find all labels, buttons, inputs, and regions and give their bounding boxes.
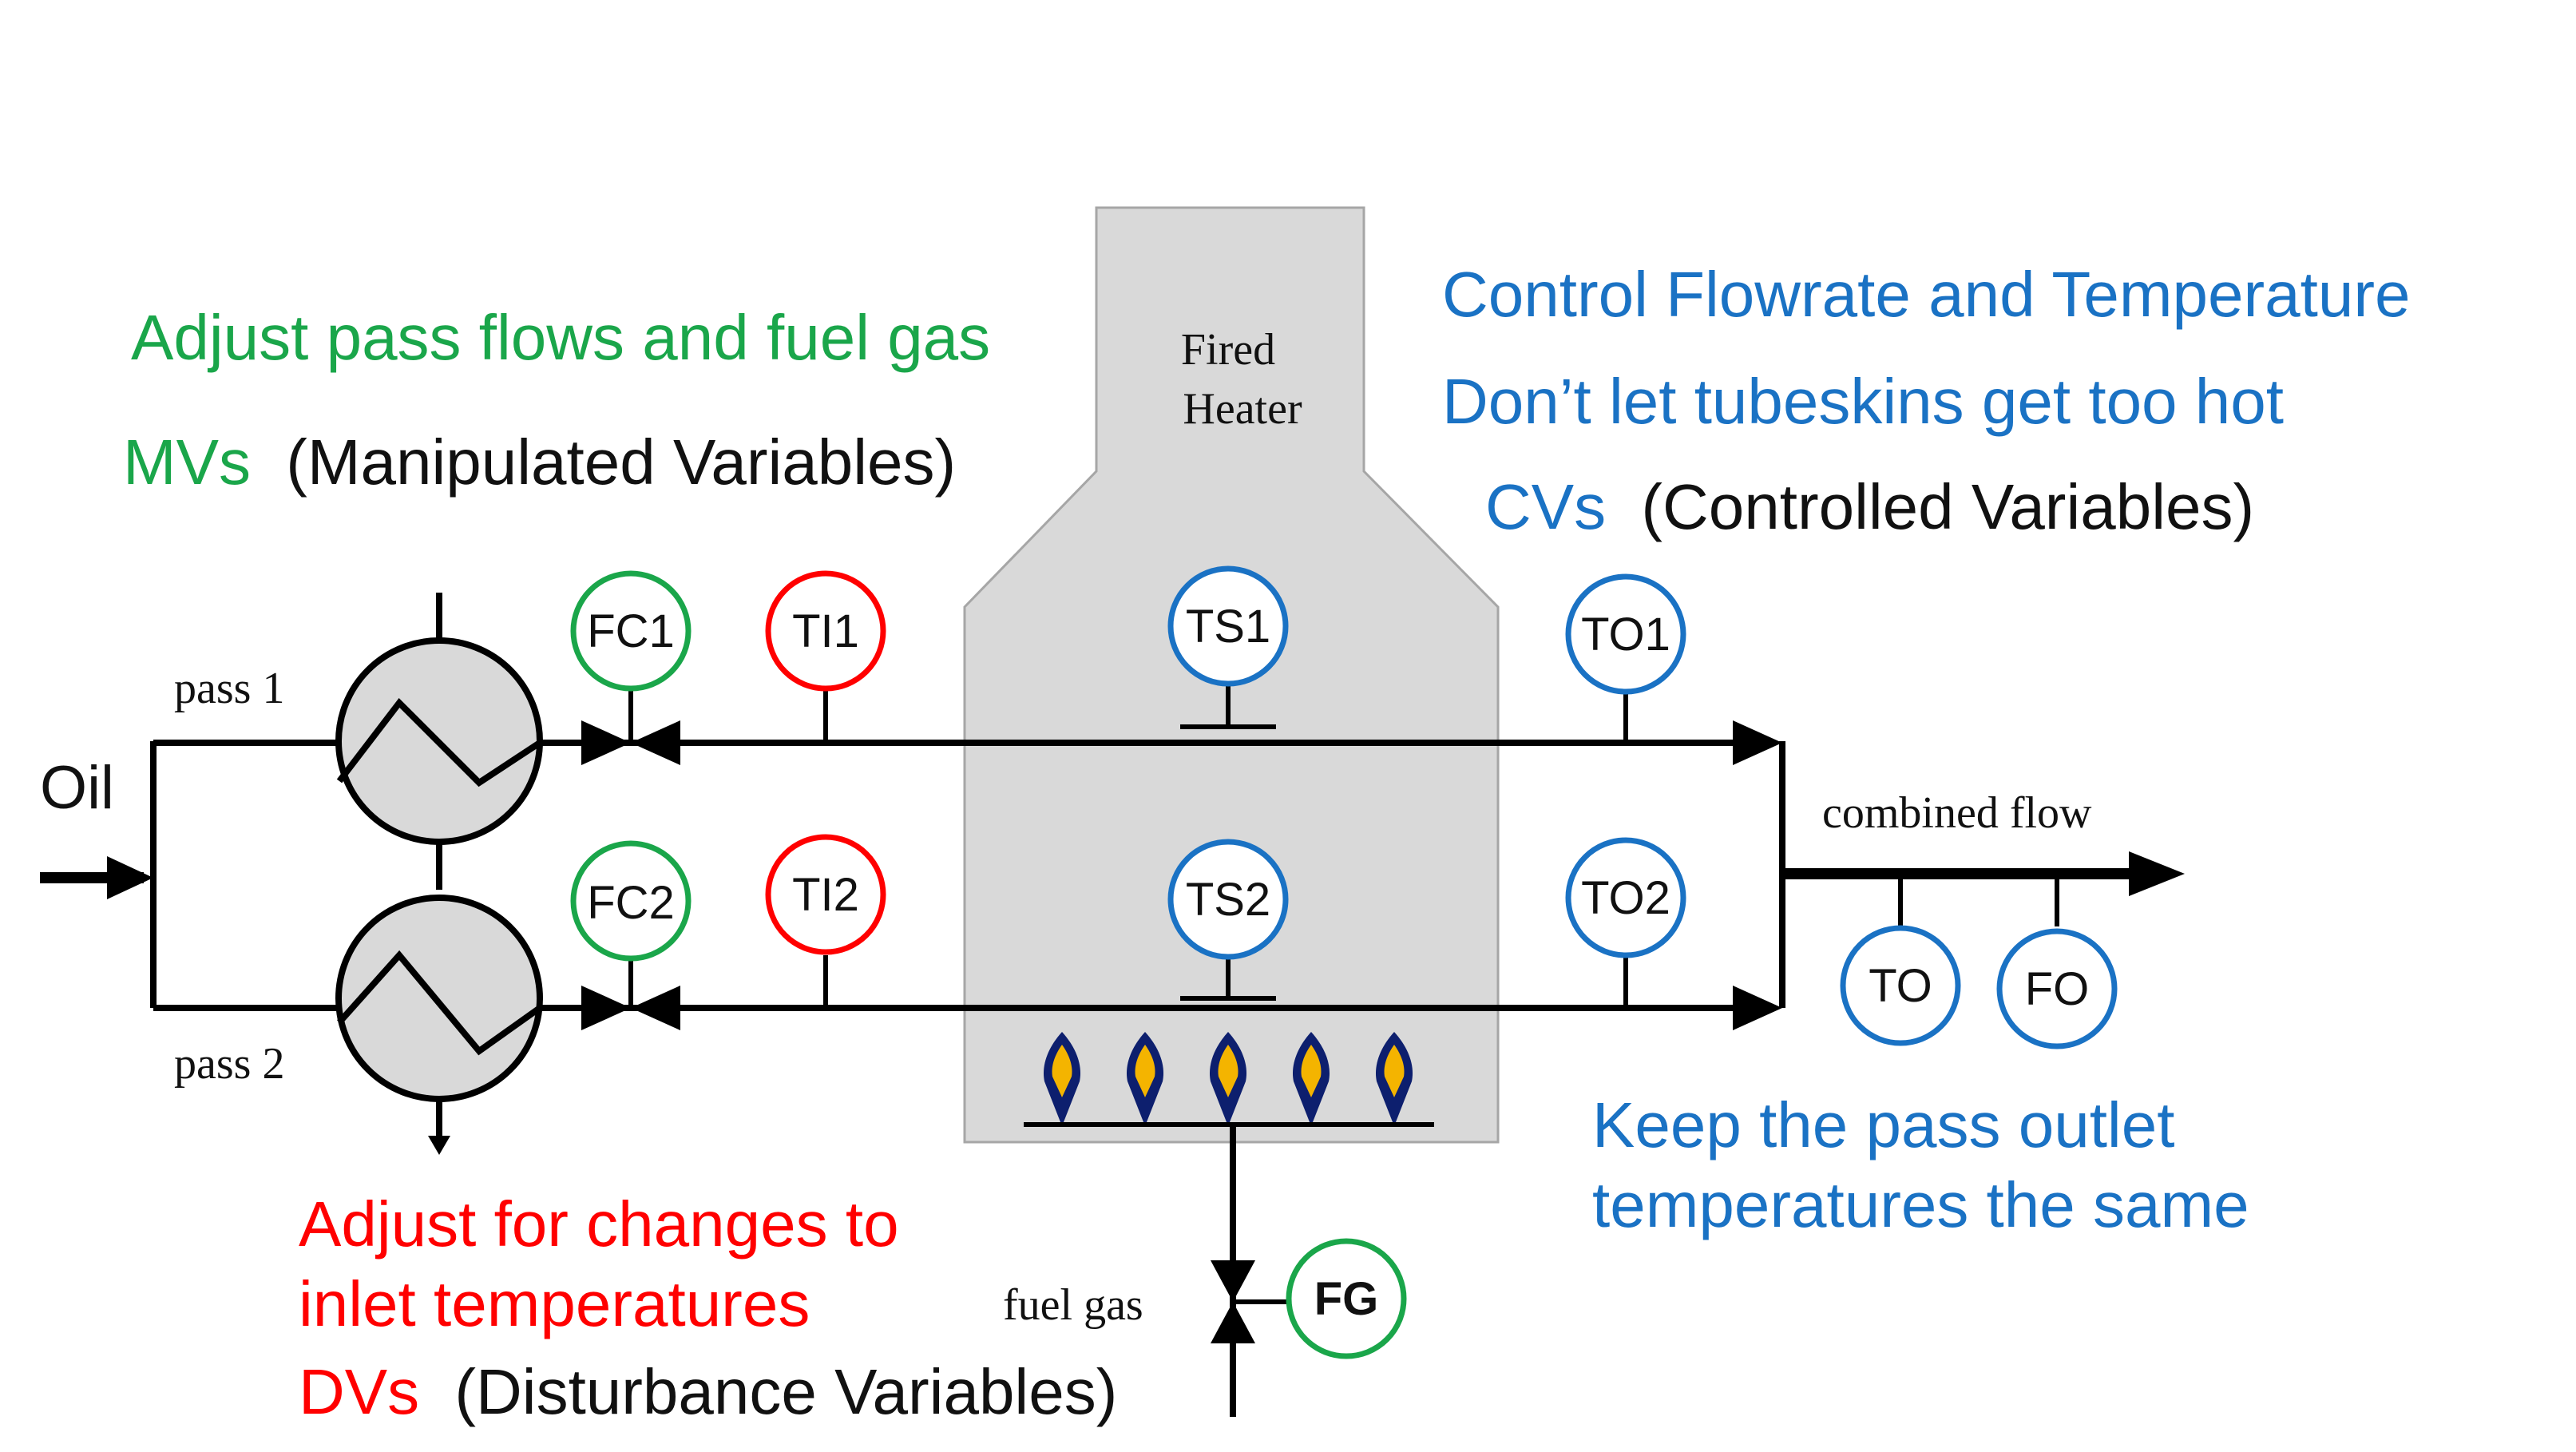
- fo-instrument: FO: [1996, 928, 2118, 1049]
- cv-description-line-1: Control Flowrate and Temperature: [1442, 259, 2410, 330]
- to1-instrument: TO1: [1565, 573, 1686, 695]
- ts2-instrument: TS2: [1167, 839, 1289, 960]
- ts1-tag: TS1: [1186, 601, 1270, 653]
- exchanger2-bottom-arrowhead: [428, 1136, 450, 1155]
- combined-flow-label: combined flow: [1822, 788, 2092, 838]
- fc2-tag: FC2: [587, 877, 675, 929]
- cv-full-name: (Controlled Variables): [1641, 471, 2254, 542]
- dv-description-line-1: Adjust for changes to: [299, 1188, 899, 1260]
- fc2-instrument: FC2: [570, 840, 692, 962]
- to2-tag: TO2: [1581, 872, 1670, 924]
- outlet-description-line-1: Keep the pass outlet: [1592, 1089, 2174, 1160]
- ti1-instrument: TI1: [765, 570, 886, 692]
- ti2-tag: TI2: [792, 869, 859, 921]
- exchanger1-coil: [336, 697, 542, 787]
- pass2-outlet-arrowhead: [1733, 986, 1782, 1030]
- dv-full-name: (Disturbance Variables): [454, 1356, 1117, 1427]
- exchanger2-coil: [337, 950, 542, 1056]
- fg-instrument: FG: [1286, 1238, 1407, 1359]
- cv-heading: CVs (Controlled Variables): [1485, 471, 2254, 542]
- heater-title-line2: Heater: [1183, 384, 1302, 434]
- fc1-tag: FC1: [587, 605, 675, 657]
- mv-heading: MVs (Manipulated Variables): [123, 426, 956, 498]
- ti1-tag: TI1: [792, 605, 859, 657]
- fc1-instrument: FC1: [570, 570, 692, 692]
- mv-description-line: Adjust pass flows and fuel gas: [131, 302, 990, 373]
- cv-description-line-2: Don’t let tubeskins get too hot: [1442, 366, 2284, 437]
- outlet-description-line-2: temperatures the same: [1592, 1169, 2249, 1240]
- to-instrument: TO: [1840, 925, 1961, 1046]
- ti2-instrument: TI2: [765, 834, 886, 955]
- to-tag: TO: [1869, 960, 1932, 1012]
- ts1-instrument: TS1: [1167, 565, 1289, 687]
- pass2-label: pass 2: [174, 1039, 284, 1089]
- pass1-label: pass 1: [174, 664, 284, 713]
- oil-feed-arrowhead: [107, 856, 153, 899]
- combined-flow-arrowhead: [2129, 851, 2185, 896]
- mv-abbreviation: MVs: [123, 426, 251, 498]
- dv-description-line-2: inlet temperatures: [299, 1268, 810, 1339]
- cv-abbreviation: CVs: [1485, 471, 1606, 542]
- dv-abbreviation: DVs: [299, 1356, 419, 1427]
- ts2-tag: TS2: [1186, 874, 1270, 926]
- fuel-gas-label: fuel gas: [1003, 1280, 1143, 1330]
- oil-label: Oil: [40, 754, 114, 822]
- to1-tag: TO1: [1581, 609, 1670, 661]
- fg-tag: FG: [1314, 1273, 1379, 1325]
- dv-heading: DVs (Disturbance Variables): [299, 1356, 1117, 1427]
- mv-full-name: (Manipulated Variables): [286, 426, 956, 498]
- heater-title-line1: Fired: [1181, 325, 1275, 375]
- to2-instrument: TO2: [1565, 837, 1686, 958]
- pass1-outlet-arrowhead: [1733, 720, 1782, 765]
- fo-tag: FO: [2025, 963, 2090, 1015]
